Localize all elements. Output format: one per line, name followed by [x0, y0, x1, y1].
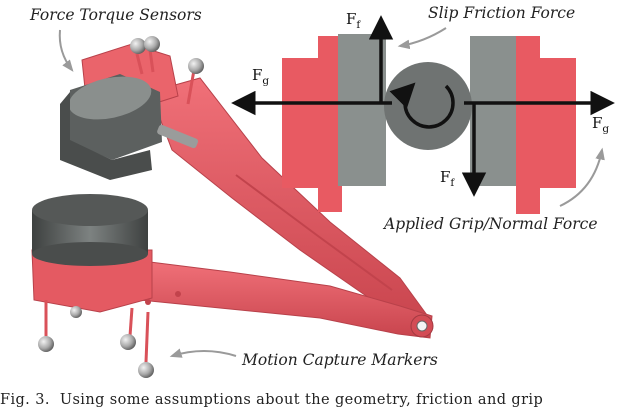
callout-arrow-slip-friction	[397, 27, 447, 50]
gripper-illustration	[31, 36, 434, 378]
caption-label: Fig. 3.	[0, 392, 50, 408]
label-ff-top: Ff	[346, 10, 361, 31]
left-pad	[338, 34, 386, 186]
caption-text: Using some assumptions about the geometr…	[59, 392, 544, 408]
callout-arrow-applied-grip	[559, 147, 605, 207]
marker-ball	[144, 36, 160, 52]
callout-slip-friction: Slip Friction Force	[428, 4, 575, 22]
callout-force-torque: Force Torque Sensors	[29, 6, 202, 24]
figure-caption: Fig. 3. Using some assumptions about the …	[0, 392, 640, 414]
lower-force-torque-sensor	[32, 194, 148, 266]
upper-force-torque-sensor	[60, 74, 162, 180]
label-fg-left: Fg	[252, 66, 269, 87]
bottom-markers	[38, 300, 154, 378]
callout-motion-capture: Motion Capture Markers	[241, 351, 438, 369]
right-pad	[470, 36, 518, 186]
marker-ball	[138, 362, 154, 378]
connector-bolt	[157, 124, 199, 149]
marker-ball	[120, 334, 136, 350]
force-diagram: Ff Fg Fg Ff	[231, 10, 615, 214]
marker-ball	[38, 336, 54, 352]
grasped-object	[384, 62, 472, 150]
callout-applied-grip: Applied Grip/Normal Force	[382, 215, 598, 233]
callout-arrow-force-torque	[58, 29, 74, 72]
marker-ball	[70, 306, 82, 318]
label-fg-right: Fg	[592, 114, 609, 135]
label-ff-bottom: Ff	[440, 168, 455, 189]
callout-arrow-motion-capture	[169, 348, 237, 358]
rotation-arrow	[389, 82, 455, 129]
marker-ball	[188, 58, 204, 74]
marker-ball	[130, 38, 146, 54]
top-markers	[130, 36, 204, 105]
